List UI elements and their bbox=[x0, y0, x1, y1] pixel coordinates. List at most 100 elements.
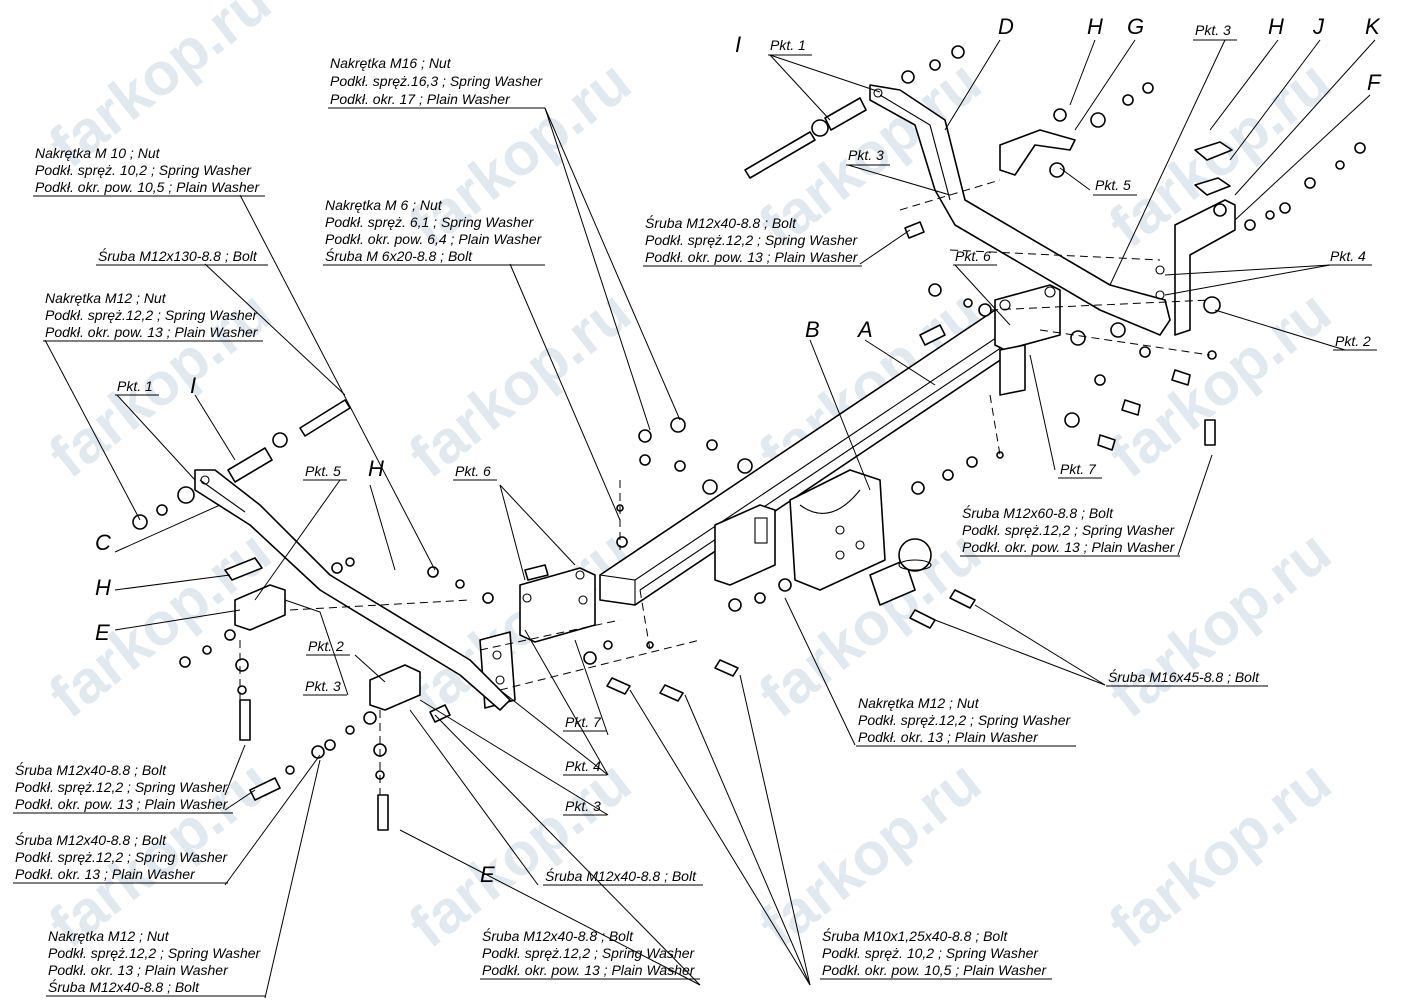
callout-line: Śruba M12x40-8.8 ; Bolt bbox=[15, 761, 167, 778]
callout-line: Śruba M10x1,25x40-8.8 ; Bolt bbox=[822, 927, 1008, 944]
callout-line: Nakrętka M12 ; Nut bbox=[45, 290, 167, 306]
pkt-label: Pkt. 4 bbox=[565, 758, 601, 774]
watermark: farkop.ru bbox=[397, 277, 643, 490]
callout-line: Podkł. spręż. 6,1 ; Spring Washer bbox=[325, 214, 535, 230]
callout-line: Podkł. spręż.12,2 ; Spring Washer bbox=[48, 945, 262, 961]
pkt-label: Pkt. 2 bbox=[1335, 333, 1371, 349]
callout-nut-m16: Nakrętka M16 ; Nut Podkł. spręż.16,3 ; S… bbox=[328, 55, 545, 109]
part-letter-I: I bbox=[190, 373, 196, 398]
callout-bolt-m12x40-la: Śruba M12x40-8.8 ; Bolt Podkł. spręż.12,… bbox=[13, 761, 233, 814]
callout-bolt-m12x130: Śruba M12x130-8.8 ; Bolt bbox=[96, 247, 268, 266]
watermark: farkop.ru bbox=[1097, 747, 1343, 960]
callout-line: Nakrętka M12 ; Nut bbox=[48, 928, 170, 944]
callout-bolt-m16x45: Śruba M16x45-8.8 ; Bolt bbox=[1106, 668, 1268, 687]
part-letter-C: C bbox=[95, 530, 111, 555]
leader-lines bbox=[44, 39, 1376, 999]
callout-line: Podkł. spręż. 10,2 ; Spring Washer bbox=[822, 945, 1039, 961]
callout-line: Podkł. okr. 13 ; Plain Washer bbox=[858, 729, 1039, 745]
callout-line: Podkł. spręż.12,2 ; Spring Washer bbox=[482, 945, 696, 961]
callout-line: Śruba M12x40-8.8 ; Bolt bbox=[48, 978, 200, 995]
part-letter-A: A bbox=[856, 317, 873, 342]
pkt-label: Pkt. 2 bbox=[308, 638, 344, 654]
callout-nut-m10: Nakrętka M 10 ; Nut Podkł. spręż. 10,2 ;… bbox=[33, 145, 265, 197]
right-crossbar-plate bbox=[994, 284, 1061, 396]
callout-bolt-m12x60: Śruba M12x60-8.8 ; Bolt Podkł. spręż.12,… bbox=[960, 504, 1180, 557]
callout-line: Podkł. spręż.12,2 ; Spring Washer bbox=[45, 307, 259, 323]
callout-line: Śruba M12x60-8.8 ; Bolt bbox=[962, 504, 1114, 521]
part-letter-E: E bbox=[95, 620, 110, 645]
pkt-label: Pkt. 4 bbox=[1330, 248, 1366, 264]
pkt-label: Pkt. 6 bbox=[955, 248, 991, 264]
callout-bolt-m10x125: Śruba M10x1,25x40-8.8 ; Bolt Podkł. sprę… bbox=[820, 927, 1052, 980]
pkt-label: Pkt. 7 bbox=[565, 714, 602, 730]
callout-nut-m12-bottom: Nakrętka M12 ; Nut Podkł. spręż.12,2 ; S… bbox=[46, 928, 266, 997]
callout-line: Podkł. spręż.12,2 ; Spring Washer bbox=[15, 779, 229, 795]
pkt-label: Pkt. 3 bbox=[565, 798, 601, 814]
callout-bolt-m12x40-lb: Śruba M12x40-8.8 ; Bolt Podkł. spręż.12,… bbox=[13, 831, 229, 884]
pkt-label: Pkt. 5 bbox=[1095, 177, 1131, 193]
part-letter-J: J bbox=[1312, 14, 1325, 39]
callout-line: Śruba M12x40-8.8 ; Bolt bbox=[15, 831, 167, 848]
pkt-label: Pkt. 3 bbox=[848, 147, 884, 163]
callout-line: Nakrętka M16 ; Nut bbox=[330, 55, 452, 71]
callout-bolt-m12x40-single: Śruba M12x40-8.8 ; Bolt bbox=[543, 867, 703, 886]
pkt-label: Pkt. 6 bbox=[455, 463, 491, 479]
callout-line: Śruba M12x130-8.8 ; Bolt bbox=[98, 247, 258, 264]
callout-line: Podkł. spręż.12,2 ; Spring Washer bbox=[858, 712, 1072, 728]
bolts bbox=[239, 131, 1216, 831]
callout-line: Śruba M16x45-8.8 ; Bolt bbox=[1108, 668, 1260, 685]
callout-line: Podkł. spręż.16,3 ; Spring Washer bbox=[330, 73, 544, 89]
callout-line: Śruba M 6x20-8.8 ; Bolt bbox=[325, 247, 473, 264]
part-letter-H: H bbox=[368, 456, 384, 481]
clamp-H-left bbox=[224, 557, 263, 581]
clamp-H-right bbox=[1194, 141, 1233, 196]
callout-line: Podkł. okr. 13 ; Plain Washer bbox=[15, 866, 196, 882]
part-letter-K: K bbox=[1365, 14, 1381, 39]
callout-line: Podkł. spręż. 10,2 ; Spring Washer bbox=[35, 162, 252, 178]
callout-line: Śruba M12x40-8.8 ; Bolt bbox=[545, 867, 697, 884]
part-letter-E: E bbox=[480, 862, 495, 887]
pkt-label: Pkt. 5 bbox=[305, 463, 341, 479]
pkt-labels: Pkt. 1 Pkt. 3 Pkt. 3 Pkt. 5 Pkt. 6 Pkt. … bbox=[115, 22, 1377, 816]
pkt-label: Pkt. 1 bbox=[770, 37, 806, 53]
bracket-G bbox=[999, 129, 1076, 176]
part-letter-G: G bbox=[1127, 14, 1144, 39]
part-letter-F: F bbox=[1367, 70, 1382, 95]
callout-line: Podkł. okr. pow. 10,5 ; Plain Washer bbox=[822, 962, 1047, 978]
callout-line: Podkł. spręż.12,2 ; Spring Washer bbox=[645, 232, 859, 248]
part-letter-I: I bbox=[735, 32, 741, 57]
callout-line: Nakrętka M 10 ; Nut bbox=[35, 145, 161, 161]
callout-line: Śruba M12x40-8.8 ; Bolt bbox=[482, 927, 634, 944]
callout-bolt-m12x40-top: Śruba M12x40-8.8 ; Bolt Podkł. spręż.12,… bbox=[643, 214, 862, 267]
pkt-label: Pkt. 3 bbox=[1195, 22, 1231, 38]
part-letter-H: H bbox=[1268, 14, 1284, 39]
callout-line: Podkł. okr. pow. 13 ; Plain Washer bbox=[645, 249, 859, 265]
callout-bolt-m12x40-bc: Śruba M12x40-8.8 ; Bolt Podkł. spręż.12,… bbox=[480, 927, 700, 980]
callout-line: Podkł. okr. 17 ; Plain Washer bbox=[330, 91, 511, 107]
callout-line: Podkł. spręż.12,2 ; Spring Washer bbox=[15, 849, 229, 865]
callout-line: Podkł. okr. pow. 10,5 ; Plain Washer bbox=[35, 179, 260, 195]
callout-nut-m12-mid: Nakrętka M12 ; Nut Podkł. spręż.12,2 ; S… bbox=[856, 695, 1076, 747]
spacer-I-left bbox=[227, 447, 273, 483]
callout-line: Podkł. okr. pow. 6,4 ; Plain Washer bbox=[325, 231, 543, 247]
callout-line: Nakrętka M12 ; Nut bbox=[858, 695, 980, 711]
callout-line: Śruba M12x40-8.8 ; Bolt bbox=[645, 214, 797, 231]
callout-line: Podkł. spręż.12,2 ; Spring Washer bbox=[962, 522, 1176, 538]
callout-line: Podkł. okr. 13 ; Plain Washer bbox=[48, 962, 229, 978]
bracket-E-upper bbox=[234, 584, 286, 631]
pkt-label: Pkt. 3 bbox=[305, 678, 341, 694]
callout-line: Podkł. okr. pow. 13 ; Plain Washer bbox=[482, 962, 696, 978]
spacer-I-right bbox=[824, 97, 867, 131]
pkt-label: Pkt. 7 bbox=[1060, 461, 1097, 477]
side-bracket-C bbox=[194, 469, 511, 711]
side-bracket-D bbox=[869, 84, 1171, 336]
callout-line: Nakrętka M 6 ; Nut bbox=[325, 197, 443, 213]
part-letter-D: D bbox=[998, 14, 1014, 39]
callout-line: Podkł. okr. pow. 13 ; Plain Washer bbox=[15, 796, 229, 812]
tow-ball-B bbox=[869, 538, 932, 606]
callout-line: Podkł. okr. pow. 13 ; Plain Washer bbox=[45, 324, 259, 340]
part-letter-H: H bbox=[95, 575, 111, 600]
callout-line: Podkł. okr. pow. 13 ; Plain Washer bbox=[962, 539, 1176, 555]
ball-mount-bracket bbox=[714, 469, 886, 591]
